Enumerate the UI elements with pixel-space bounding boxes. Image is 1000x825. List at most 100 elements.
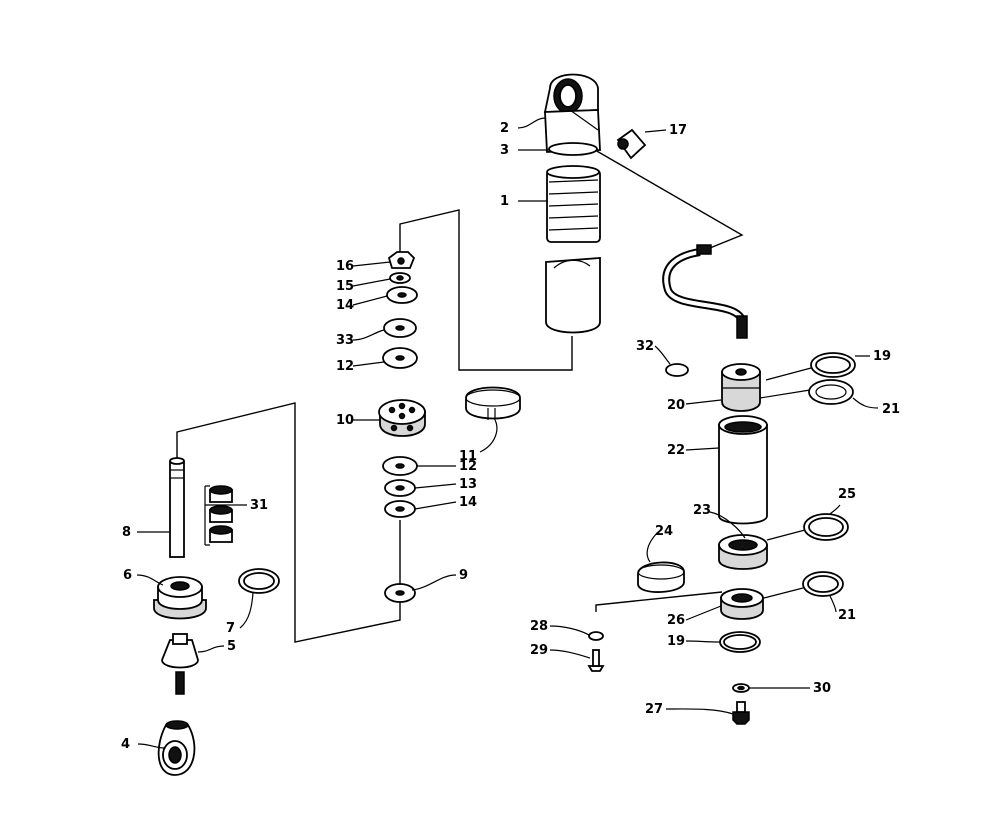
o-ring-21a	[808, 379, 854, 405]
o-ring-small	[665, 363, 689, 377]
callout-31: 31	[250, 498, 268, 513]
callout-7: 7	[226, 621, 235, 636]
bushings	[209, 485, 233, 543]
leader-14a	[352, 295, 388, 306]
callout-3: 3	[500, 143, 509, 158]
washer-28	[588, 631, 604, 641]
callout-32: 32	[636, 339, 654, 354]
callout-2: 2	[500, 121, 509, 136]
callout-11: 11	[459, 449, 477, 464]
shim-lower-2	[384, 479, 416, 497]
seal-ring	[238, 568, 280, 594]
callout-1: 1	[500, 194, 509, 209]
callout-13: 13	[459, 477, 477, 492]
shim-lower-1	[382, 456, 418, 476]
leader-14b	[414, 501, 457, 510]
leader-16	[352, 261, 391, 267]
piston-ring	[465, 386, 521, 420]
callout-24: 24	[655, 524, 673, 539]
callout-23: 23	[693, 503, 711, 518]
connector-line-bolt	[595, 591, 723, 612]
o-ring-19a	[810, 352, 856, 378]
hose	[662, 244, 748, 339]
leader-19a	[765, 355, 870, 381]
leader-20	[685, 389, 811, 405]
callout-33: 33	[336, 333, 354, 348]
callout-15: 15	[336, 279, 354, 294]
bleed-bolt	[732, 701, 750, 725]
callout-19a: 19	[873, 349, 891, 364]
leader-25	[766, 504, 841, 541]
callout-6: 6	[123, 568, 132, 583]
leader-19b	[685, 640, 721, 643]
nut	[387, 251, 416, 269]
end-cap	[720, 588, 764, 620]
callout-26: 26	[667, 613, 685, 628]
callout-5: 5	[227, 639, 236, 654]
connector-line-hose	[594, 149, 744, 253]
callout-30: 30	[813, 681, 831, 696]
o-ring-19b	[719, 631, 761, 653]
callout-4: 4	[121, 737, 130, 752]
callout-16: 16	[336, 259, 354, 274]
callout-19b: 19	[667, 634, 685, 649]
shaft	[169, 457, 185, 558]
eyelet-head	[543, 73, 601, 153]
connector-line-top	[399, 209, 573, 371]
bumper	[161, 633, 199, 695]
washer-bottom	[384, 583, 416, 603]
leader-21b	[763, 587, 837, 613]
callout-22: 22	[667, 443, 685, 458]
callout-25: 25	[838, 487, 856, 502]
shim-upper	[383, 318, 417, 338]
leader-5	[197, 645, 225, 653]
o-ring-21b	[802, 571, 844, 597]
callout-27: 27	[645, 702, 663, 717]
washer-lower	[384, 500, 416, 518]
hose-fitting	[616, 128, 647, 160]
callout-14a: 14	[336, 298, 354, 313]
leader-27	[665, 708, 734, 715]
leader-7	[239, 592, 254, 629]
piston-ring-24	[637, 561, 685, 593]
leader-15	[352, 278, 391, 287]
callout-14b: 14	[459, 495, 477, 510]
connector-line-left	[176, 402, 401, 643]
leader-13	[414, 483, 457, 489]
leader-31	[204, 485, 247, 546]
threaded-body	[546, 165, 601, 243]
leader-32	[654, 345, 671, 365]
leader-23	[709, 511, 746, 539]
leader-17	[644, 129, 667, 133]
callout-29: 29	[530, 643, 548, 658]
callout-28: 28	[530, 619, 548, 634]
o-ring-top	[548, 142, 598, 156]
lower-eyelet	[157, 720, 196, 776]
reservoir-tube	[718, 415, 768, 525]
leader-33	[352, 329, 385, 341]
screw-29	[587, 649, 605, 672]
leader-28	[549, 625, 590, 636]
reservoir-cap	[721, 363, 761, 412]
callout-17: 17	[669, 123, 687, 138]
leader-2	[517, 117, 546, 129]
leader-6	[136, 574, 164, 586]
callout-21a: 21	[882, 402, 900, 417]
callout-12b: 12	[459, 459, 477, 474]
seal-head	[153, 576, 207, 620]
callout-21b: 21	[838, 608, 856, 623]
leader-9	[411, 574, 457, 591]
o-ring-25	[803, 513, 849, 541]
washer-upper-1	[386, 286, 418, 304]
callout-10: 10	[336, 413, 354, 428]
leader-21a	[852, 397, 879, 409]
leader-24	[646, 532, 658, 563]
shim-upper-2	[382, 347, 418, 369]
lock-washer	[389, 272, 411, 284]
leader-26	[685, 605, 722, 621]
piston	[378, 399, 426, 437]
washer-30	[732, 683, 750, 693]
leader-12a	[352, 361, 385, 367]
leader-29	[549, 649, 591, 659]
